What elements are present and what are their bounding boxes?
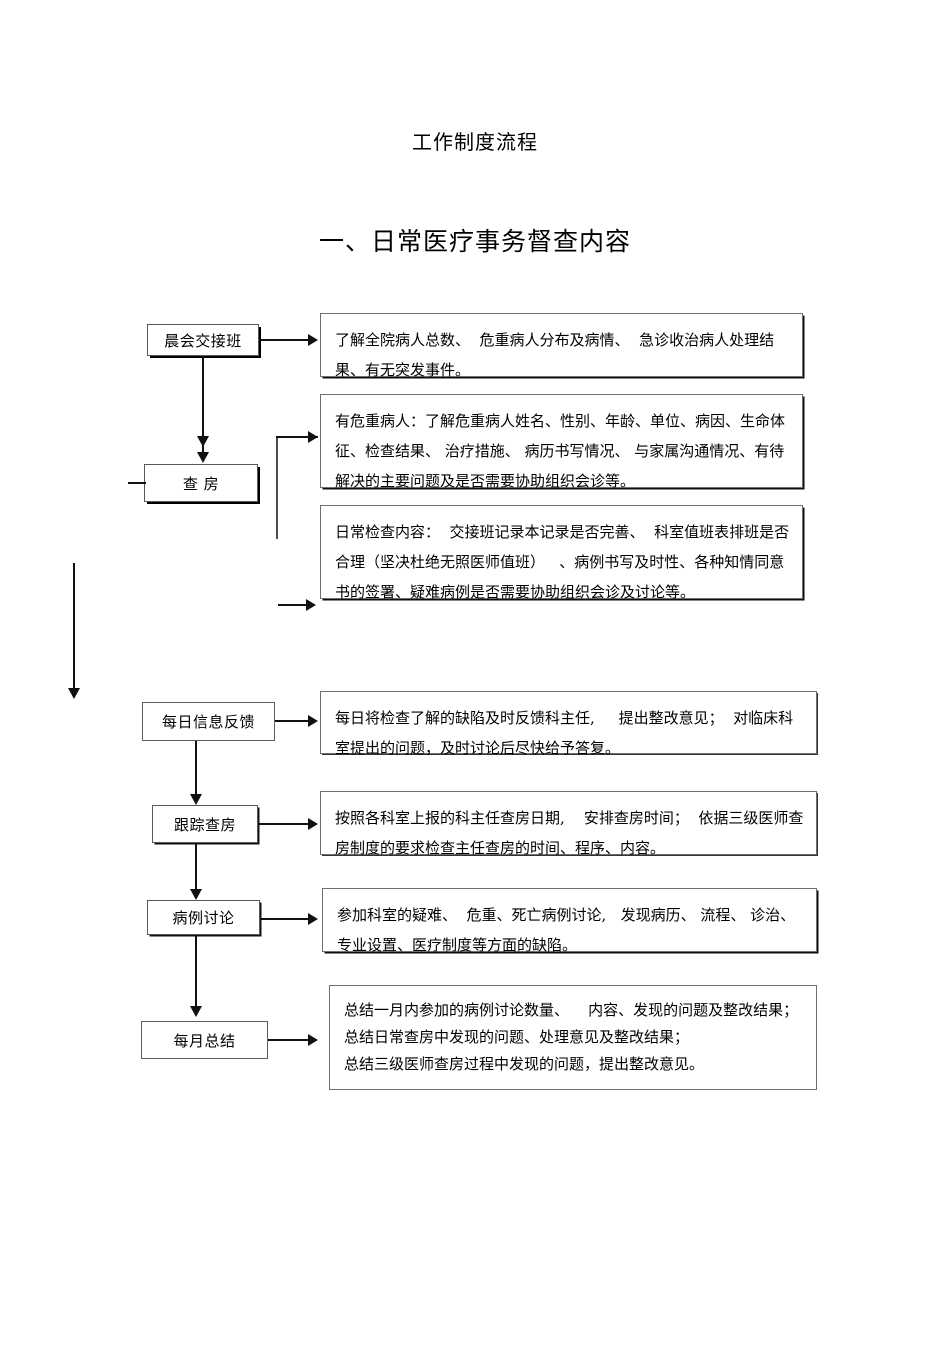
connector-ward-left-stub — [128, 482, 146, 484]
arrowhead-monthly-to-detail — [308, 1034, 318, 1046]
connector-handover-to-ward — [202, 356, 204, 460]
arrowhead-followup-to-case — [190, 889, 202, 900]
node-ward-round[interactable]: 查 房 — [144, 464, 258, 502]
connector-case-to-detail — [260, 918, 312, 920]
detail-daily-feedback: 每日将检查了解的缺陷及时反馈科主任, 提出整改意见； 对临床科室提出的问题，及时… — [320, 691, 817, 757]
connector-case-to-monthly — [195, 935, 197, 1011]
page-title: 工作制度流程 — [412, 130, 538, 154]
arrowhead-section-flow-down — [68, 688, 80, 699]
arrowhead-standalone — [306, 599, 316, 611]
node-label: 病例讨论 — [172, 909, 235, 927]
connector-ward-bracket-horizontal — [276, 436, 318, 438]
node-label: 查 房 — [182, 474, 220, 493]
node-label: 跟踪查房 — [173, 815, 236, 834]
detail-case-discussion: 参加科室的疑难、 危重、死亡病例讨论, 发现病历、 流程、 诊治、专业设置、医疗… — [322, 888, 817, 954]
node-case-discussion[interactable]: 病例讨论 — [147, 900, 260, 935]
node-daily-feedback[interactable]: 每日信息反馈 — [142, 702, 275, 741]
connector-ward-bracket-vertical — [276, 437, 278, 539]
node-morning-handover[interactable]: 晨会交接班 — [147, 324, 259, 356]
arrowhead-handover-to-ward-upper — [197, 436, 209, 447]
connector-standalone-arrow — [278, 604, 312, 606]
node-label: 晨会交接班 — [164, 331, 242, 350]
arrowhead-handover-to-detail — [308, 334, 318, 346]
arrowhead-case-to-monthly — [190, 1006, 202, 1017]
arrowhead-feedback-to-followup — [190, 794, 202, 805]
connector-feedback-to-followup — [195, 741, 197, 801]
node-followup-round[interactable]: 跟踪查房 — [152, 805, 258, 843]
connector-section-flow-down — [73, 563, 75, 691]
connector-followup-to-detail — [258, 823, 312, 825]
detail-morning-handover: 了解全院病人总数、 危重病人分布及病情、 急诊收治病人处理结果、有无突发事件。 — [320, 313, 803, 379]
section-heading: 一、日常医疗事务督查内容 — [318, 227, 631, 256]
connector-followup-to-case — [195, 843, 197, 897]
arrowhead-case-to-detail — [308, 913, 318, 925]
detail-followup-round: 按照各科室上报的科主任查房日期, 安排查房时间； 依据三级医师查房制度的要求检查… — [320, 791, 817, 857]
connector-feedback-to-detail — [275, 720, 312, 722]
connector-monthly-to-detail — [268, 1039, 312, 1041]
detail-daily-inspection: 日常检查内容： 交接班记录本记录是否完善、 科室值班表排班是否合理（坚决杜绝无照… — [320, 505, 803, 601]
arrowhead-followup-to-detail — [308, 818, 318, 830]
detail-monthly-summary: 总结一月内参加的病例讨论数量、 内容、发现的问题及整改结果； 总结日常查房中发现… — [329, 985, 817, 1090]
node-label: 每日信息反馈 — [161, 713, 255, 731]
detail-critical-patients: 有危重病人：了解危重病人姓名、性别、年龄、单位、病因、生命体征、检查结果、 治疗… — [320, 394, 803, 490]
connector-handover-to-detail — [259, 339, 310, 341]
node-monthly-summary[interactable]: 每月总结 — [141, 1021, 268, 1059]
node-label: 每月总结 — [173, 1031, 236, 1050]
arrowhead-handover-to-ward — [197, 452, 209, 463]
arrowhead-ward-to-critical-detail — [308, 431, 318, 443]
arrowhead-feedback-to-detail — [308, 715, 318, 727]
